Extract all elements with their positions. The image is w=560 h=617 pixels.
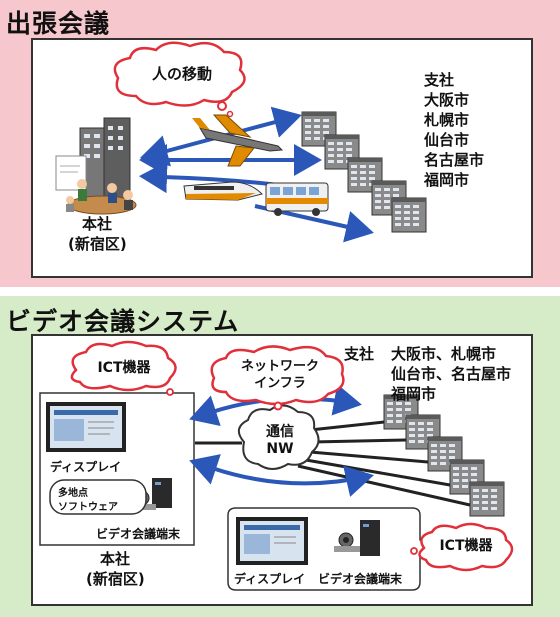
video-branch-cities-line2: 仙台市、名古屋市 — [391, 365, 512, 383]
business-trip-title: 出張会議 — [6, 9, 111, 38]
movement-cloud-label: 人の移動 — [152, 65, 213, 83]
hq-label: 本社 — [82, 215, 113, 233]
software-label-line2: ソフトウェア — [58, 502, 118, 513]
video-hq-sub-label: (新宿区) — [86, 570, 145, 588]
comm-cloud-line2: NW — [266, 441, 294, 457]
hq-building-icon — [79, 117, 131, 201]
branch-city-nagoya: 名古屋市 — [424, 151, 485, 169]
branch-city-sapporo: 札幌市 — [424, 111, 470, 129]
branch-terminal-icon — [334, 520, 380, 556]
video-branch-label: 支社 — [344, 345, 375, 363]
train-icon — [183, 181, 263, 201]
movement-cloud-icon — [113, 41, 246, 118]
branch-city-sendai: 仙台市 — [424, 131, 470, 149]
network-cloud-line2: インフラ — [254, 376, 306, 391]
software-bubble — [49, 479, 147, 515]
airplane-icon — [192, 114, 284, 167]
network-cloud-icon — [210, 345, 345, 411]
video-branch-cities-line1: 大阪市、札幌市 — [391, 345, 497, 363]
ict-cloud-right-icon — [410, 522, 514, 572]
ict-cloud-left-label: ICT機器 — [97, 360, 151, 376]
terminal-label: ビデオ会議端末 — [96, 527, 181, 541]
branch-city-fukuoka: 福岡市 — [424, 171, 470, 189]
meeting-scene-icon — [55, 155, 137, 215]
hq-sub-label: (新宿区) — [68, 235, 127, 253]
display-label: ディスプレイ — [50, 460, 122, 474]
travel-arrows — [139, 106, 374, 243]
comm-nw-cloud-icon — [237, 404, 320, 470]
video-hq-label: 本社 — [100, 550, 131, 568]
branch-city-osaka: 大阪市 — [424, 91, 470, 109]
display-icon — [46, 402, 126, 452]
branch-label: 支社 — [424, 71, 455, 89]
ict-cloud-right-label: ICT機器 — [439, 538, 493, 554]
ict-cloud-left-icon — [70, 340, 177, 396]
branch-terminal-label: ビデオ会議端末 — [318, 572, 403, 586]
branch-display-label: ディスプレイ — [234, 572, 306, 586]
software-label-line1: 多地点 — [58, 488, 88, 499]
comm-cloud-line1: 通信 — [266, 424, 294, 440]
bus-icon — [265, 182, 329, 216]
branch-buildings-icon — [301, 111, 427, 233]
branch-display-icon — [236, 517, 308, 565]
video-conf-title: ビデオ会議システム — [6, 307, 240, 336]
network-cloud-line1: ネットワーク — [240, 359, 319, 374]
video-branch-cities-line3: 福岡市 — [391, 385, 437, 403]
